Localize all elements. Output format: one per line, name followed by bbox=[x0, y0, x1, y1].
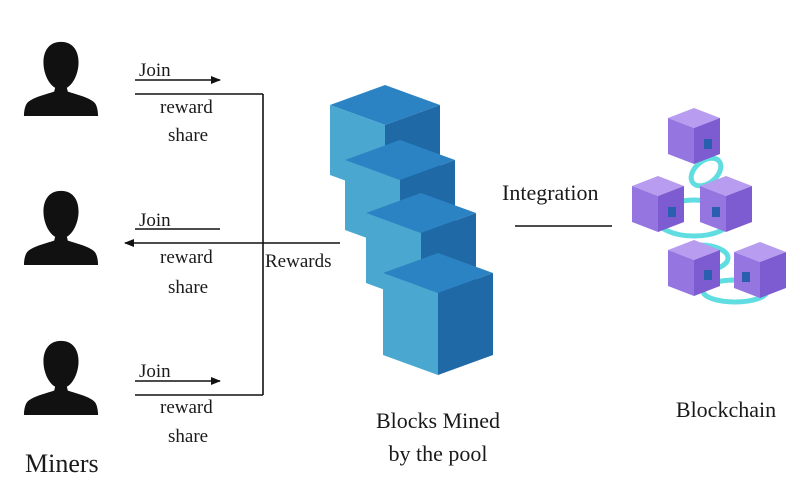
miner-icon-2 bbox=[23, 190, 99, 265]
chain-cube-2 bbox=[632, 176, 684, 232]
reward-label-1a: reward bbox=[160, 97, 213, 118]
integration-label: Integration bbox=[502, 180, 599, 205]
reward-label-2b: share bbox=[168, 277, 208, 298]
reward-label-3a: reward bbox=[160, 397, 213, 418]
join-label-2: Join bbox=[139, 210, 171, 231]
reward-label-2a: reward bbox=[160, 247, 213, 268]
miner-icon-3 bbox=[23, 340, 99, 415]
pool-label-line1: Blocks Mined bbox=[376, 408, 500, 433]
mined-blocks bbox=[330, 85, 493, 375]
chain-cube-1 bbox=[668, 108, 720, 164]
chain-cube-5 bbox=[734, 242, 786, 298]
join-label-3: Join bbox=[139, 361, 171, 382]
chain-cube-3 bbox=[700, 176, 752, 232]
rewards-label: Rewards bbox=[265, 251, 331, 272]
reward-label-3b: share bbox=[168, 426, 208, 447]
join-label-1: Join bbox=[139, 60, 171, 81]
mined-block-4 bbox=[383, 253, 493, 375]
blockchain-network bbox=[632, 108, 786, 305]
reward-label-1b: share bbox=[168, 125, 208, 146]
pool-label-line2: by the pool bbox=[389, 441, 488, 466]
miner-icon-1 bbox=[23, 41, 99, 116]
miners-label: Miners bbox=[25, 449, 99, 478]
connection-lines bbox=[124, 76, 612, 396]
chain-cube-4 bbox=[668, 240, 720, 296]
blockchain-label: Blockchain bbox=[676, 397, 776, 422]
